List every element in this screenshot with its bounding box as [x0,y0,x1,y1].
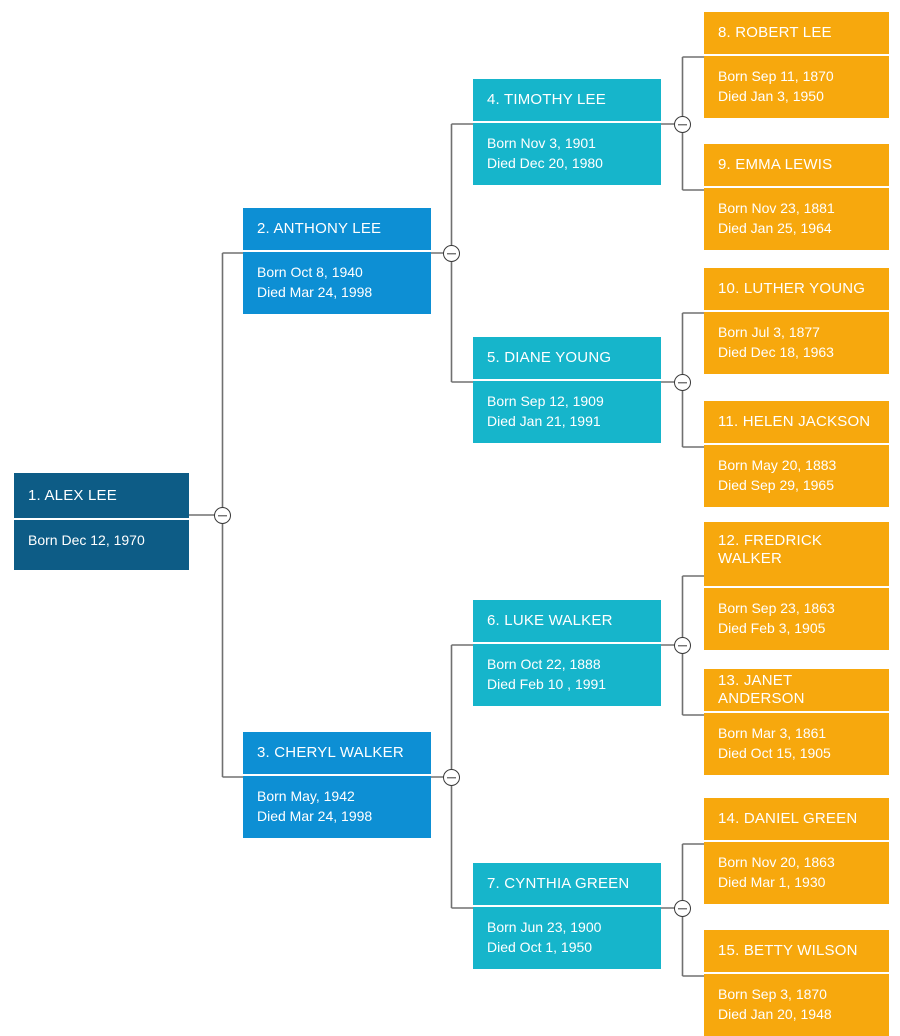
person-dates: Born Jun 23, 1900 Died Oct 1, 1950 [487,919,602,956]
divider [704,443,889,445]
person-node-10[interactable]: 10. LUTHER YOUNG Born Jul 3, 1877 Died D… [704,268,889,374]
minus-circle-icon-node-3[interactable] [443,769,460,786]
person-node-6[interactable]: 6. LUKE WALKER Born Oct 22, 1888 Died Fe… [473,600,661,706]
person-node-12[interactable]: 12. FREDRICK WALKER Born Sep 23, 1863 Di… [704,522,889,650]
person-node-9[interactable]: 9. EMMA LEWIS Born Nov 23, 1881 Died Jan… [704,144,889,250]
person-node-2[interactable]: 2. ANTHONY LEE Born Oct 8, 1940 Died Mar… [243,208,431,314]
person-dates: Born Nov 3, 1901 Died Dec 20, 1980 [487,135,603,172]
minus-circle-icon-node-6[interactable] [674,637,691,654]
person-name: 12. FREDRICK WALKER [718,532,823,567]
person-node-8[interactable]: 8. ROBERT LEE Born Sep 11, 1870 Died Jan… [704,12,889,118]
person-dates: Born Jul 3, 1877 Died Dec 18, 1963 [718,324,834,361]
person-dates: Born Oct 8, 1940 Died Mar 24, 1998 [257,264,373,301]
person-dates: Born Nov 23, 1881 Died Jan 25, 1964 [718,200,835,237]
divider [704,54,889,56]
person-node-13[interactable]: 13. JANET ANDERSON Born Mar 3, 1861 Died… [704,669,889,775]
person-dates: Born Sep 3, 1870 Died Jan 20, 1948 [718,986,832,1023]
divider [473,905,661,907]
divider [243,774,431,776]
person-dates: Born May, 1942 Died Mar 24, 1998 [257,788,373,825]
person-dates: Born Nov 20, 1863 Died Mar 1, 1930 [718,854,835,891]
person-name: 7. CYNTHIA GREEN [487,875,630,893]
person-node-11[interactable]: 11. HELEN JACKSON Born May 20, 1883 Died… [704,401,889,507]
person-name: 10. LUTHER YOUNG [718,280,866,298]
person-dates: Born Sep 11, 1870 Died Jan 3, 1950 [718,68,834,105]
person-name: 3. CHERYL WALKER [257,744,404,762]
minus-circle-icon-node-4[interactable] [674,116,691,133]
person-name: 15. BETTY WILSON [718,942,858,960]
person-node-14[interactable]: 14. DANIEL GREEN Born Nov 20, 1863 Died … [704,798,889,904]
person-name: 1. ALEX LEE [28,486,117,504]
person-node-4[interactable]: 4. TIMOTHY LEE Born Nov 3, 1901 Died Dec… [473,79,661,185]
minus-circle-icon-node-2[interactable] [443,245,460,262]
person-dates: Born May 20, 1883 Died Sep 29, 1965 [718,457,837,494]
person-name: 4. TIMOTHY LEE [487,91,606,109]
minus-circle-icon-node-7[interactable] [674,900,691,917]
person-name: 5. DIANE YOUNG [487,349,612,367]
divider [704,840,889,842]
person-name: 8. ROBERT LEE [718,24,832,42]
person-name: 14. DANIEL GREEN [718,810,858,828]
person-node-3[interactable]: 3. CHERYL WALKER Born May, 1942 Died Mar… [243,732,431,838]
person-dates: Born Sep 12, 1909 Died Jan 21, 1991 [487,393,604,430]
person-name: 9. EMMA LEWIS [718,156,833,174]
person-node-5[interactable]: 5. DIANE YOUNG Born Sep 12, 1909 Died Ja… [473,337,661,443]
divider [704,310,889,312]
person-node-1[interactable]: 1. ALEX LEE Born Dec 12, 1970 [14,473,189,570]
person-node-15[interactable]: 15. BETTY WILSON Born Sep 3, 1870 Died J… [704,930,889,1036]
divider [473,121,661,123]
minus-circle-icon-node-1[interactable] [214,507,231,524]
person-name: 6. LUKE WALKER [487,612,613,630]
divider [14,518,189,520]
person-name: 2. ANTHONY LEE [257,220,382,238]
divider [704,972,889,974]
person-node-7[interactable]: 7. CYNTHIA GREEN Born Jun 23, 1900 Died … [473,863,661,969]
divider [704,711,889,713]
divider [243,250,431,252]
person-dates: Born Oct 22, 1888 Died Feb 10 , 1991 [487,656,607,693]
divider [473,642,661,644]
divider [473,379,661,381]
person-name: 11. HELEN JACKSON [718,413,871,431]
divider [704,186,889,188]
minus-circle-icon-node-5[interactable] [674,374,691,391]
person-dates: Born Mar 3, 1861 Died Oct 15, 1905 [718,725,831,762]
person-dates: Born Dec 12, 1970 [28,532,145,548]
divider [704,586,889,588]
person-dates: Born Sep 23, 1863 Died Feb 3, 1905 [718,600,835,637]
person-name: 13. JANET ANDERSON [718,672,805,707]
